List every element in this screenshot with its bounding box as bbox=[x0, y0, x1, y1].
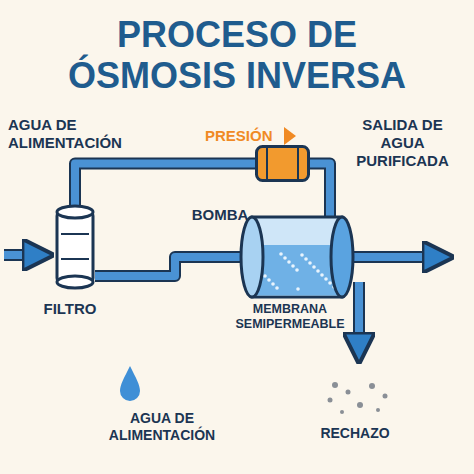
reject-arrow bbox=[359, 282, 360, 350]
pipe-wall bbox=[75, 164, 255, 207]
inlet-arrow bbox=[4, 255, 40, 256]
pipe-wall bbox=[95, 257, 244, 276]
water-drop bbox=[120, 366, 140, 401]
node-label: BOMBA bbox=[180, 206, 260, 224]
pump-box bbox=[255, 145, 310, 182]
node-label: FILTRO bbox=[15, 300, 125, 318]
pressure-arrow bbox=[284, 127, 296, 145]
pipe bbox=[95, 257, 244, 276]
membrane-node: MEMBRANA SEMIPERMEABLE bbox=[215, 210, 375, 340]
reject-particles bbox=[328, 382, 388, 414]
outlet-label: SALIDA DE AGUA PURIFICADA bbox=[340, 116, 465, 170]
pipe bbox=[75, 164, 255, 207]
filter-cylinder bbox=[55, 204, 95, 290]
filter-node: FILTRO bbox=[15, 200, 125, 325]
node-label: MEMBRANA SEMIPERMEABLE bbox=[220, 302, 360, 332]
pipe-water bbox=[75, 164, 255, 207]
feed-water-label: AGUA DE ALIMENTACIÓN bbox=[92, 410, 232, 444]
reject-label: RECHAZO bbox=[310, 425, 400, 442]
pipe-water bbox=[310, 164, 330, 218]
inlet-label: AGUA DE ALIMENTACIÓN bbox=[8, 116, 158, 152]
membrane-cylinder bbox=[240, 215, 355, 300]
pipe bbox=[310, 164, 330, 218]
pipe-water bbox=[95, 257, 244, 276]
pressure-label: PRESIÓN bbox=[205, 127, 285, 145]
pipe-wall bbox=[310, 164, 330, 218]
outlet-arrow bbox=[352, 257, 440, 258]
diagram-title: PROCESO DE ÓSMOSIS INVERSA bbox=[42, 14, 432, 97]
